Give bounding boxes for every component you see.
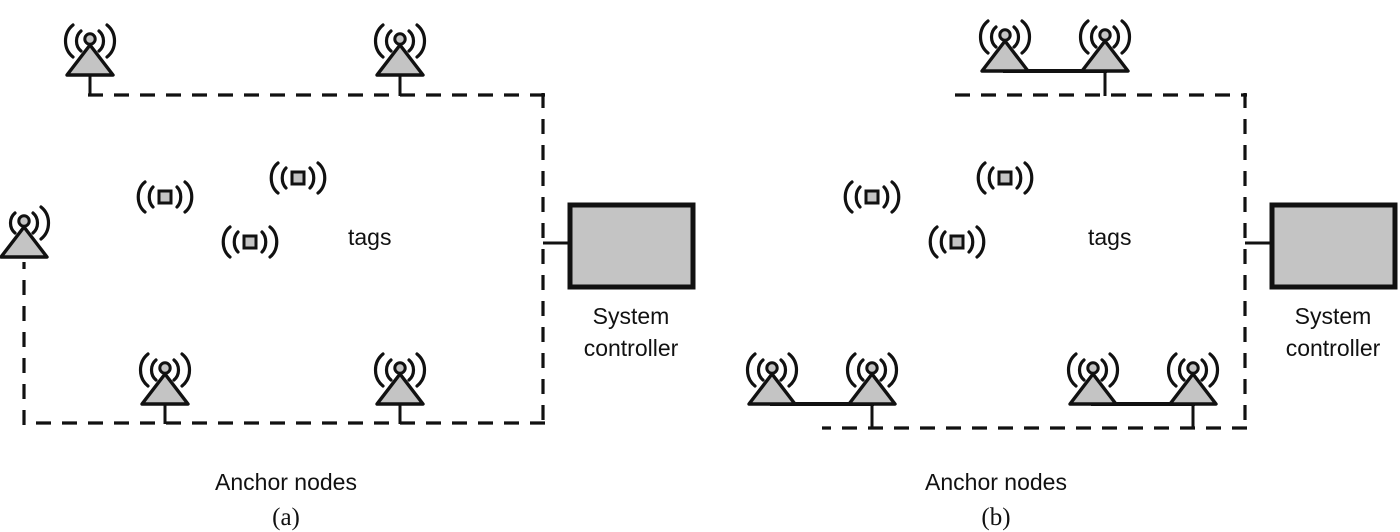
- panel-b: tags System controller Anchor nodes (b): [745, 19, 1398, 531]
- anchor-node-icon[interactable]: [745, 352, 799, 406]
- panel-b-anchor-stems: [870, 71, 1274, 429]
- controller-label-line1: System: [1295, 303, 1372, 329]
- panel-caption: (a): [272, 504, 300, 531]
- anchor-node-icon[interactable]: [978, 19, 1032, 73]
- anchor-node-icon[interactable]: [373, 352, 427, 406]
- controller-label-line2: controller: [584, 335, 679, 361]
- anchor-node-icon[interactable]: [1078, 19, 1132, 73]
- anchor-node-icon[interactable]: [373, 23, 427, 77]
- rfid-tag-icon[interactable]: [976, 161, 1034, 195]
- controller-box-icon[interactable]: [1269, 202, 1398, 290]
- anchor-node-icon[interactable]: [1166, 352, 1220, 406]
- tags-label: tags: [348, 224, 391, 250]
- panel-caption: (b): [981, 504, 1010, 531]
- controller-label-line2: controller: [1286, 335, 1381, 361]
- controller-box-icon[interactable]: [567, 202, 696, 290]
- anchor-node-icon[interactable]: [138, 352, 192, 406]
- rfid-tag-icon[interactable]: [843, 180, 901, 214]
- panel-a-dashed-bus: [22, 93, 545, 425]
- rfid-tag-icon[interactable]: [136, 180, 194, 214]
- panel-b-dashed-bus: [822, 93, 1247, 430]
- anchor-node-icon[interactable]: [845, 352, 899, 406]
- anchor-node-icon[interactable]: [63, 23, 117, 77]
- tags-label: tags: [1088, 224, 1131, 250]
- rfid-tag-icon[interactable]: [269, 161, 327, 195]
- rfid-tag-icon[interactable]: [221, 225, 279, 259]
- controller-label-line1: System: [593, 303, 670, 329]
- panel-a: tags System controller Anchor nodes (a): [0, 23, 696, 531]
- anchor-nodes-label: Anchor nodes: [215, 469, 357, 495]
- panel-a-anchor-stems: [88, 75, 572, 424]
- anchor-node-icon[interactable]: [0, 205, 51, 259]
- rfid-tag-icon[interactable]: [928, 225, 986, 259]
- anchor-node-icon[interactable]: [1066, 352, 1120, 406]
- anchor-nodes-label: Anchor nodes: [925, 469, 1067, 495]
